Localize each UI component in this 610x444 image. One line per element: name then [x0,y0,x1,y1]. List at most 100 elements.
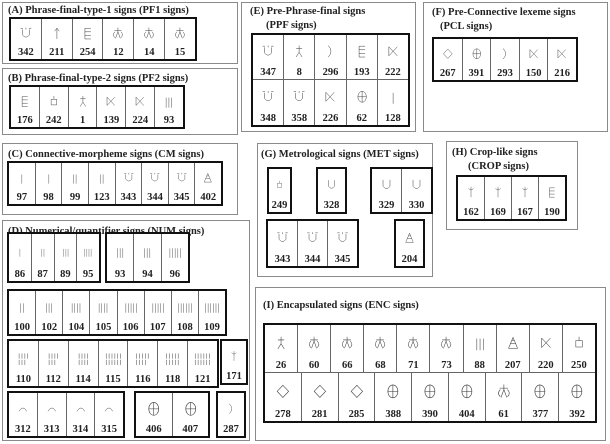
sign-cell: 224 [126,87,156,127]
sign-number: 347 [260,67,276,78]
sign-number: 26 [275,360,287,371]
sign-cell: 176 [11,87,40,127]
sign-group: 204 [394,219,425,268]
sign-cell: 87 [32,234,55,281]
panel-title: (H) Crop-like signs [452,147,538,158]
sign-cell: 104 [63,291,91,334]
panel-title: (A) Phrase-final-type-1 signs (PF1 signs… [8,5,189,16]
sign-group: 328 [316,167,347,214]
sign-box-icon [277,180,282,188]
sign-number: 71 [408,360,419,371]
sign-cell: 100 [9,291,37,334]
sign-cell: 404 [449,373,486,421]
sign-oval-icon [357,91,367,103]
sign-number: 342 [18,47,34,58]
sign-cell: 71 [397,325,431,372]
sign-x-icon [558,49,567,59]
sign-cell: 330 [402,169,431,212]
sign-cell: 118 [158,341,189,386]
sign-cell: 390 [412,373,449,421]
sign-cell: 66 [331,325,365,372]
sign-x-icon [136,96,145,106]
sign-x-icon [388,46,398,56]
sign-number: 287 [223,424,239,435]
panel-cm: (C) Connective-morpheme signs (CM signs)… [2,143,238,215]
sign-strokes-9-icon [136,353,149,366]
sign-tree-icon [495,186,501,198]
sign-strokes-10-icon [166,353,179,366]
sign-number: 68 [375,360,386,371]
sign-cell: 242 [40,87,69,127]
sign-cell: 109 [199,291,225,334]
sign-crab-icon [309,336,320,349]
sign-man-icon [79,95,86,107]
sign-box-icon [575,336,583,348]
sign-number: 106 [122,322,139,333]
sign-cell: 193 [347,35,378,79]
sign-strokes-7-icon [48,353,58,366]
sign-number: 250 [571,360,587,371]
sign-number: 296 [322,67,339,78]
sign-number: 314 [72,424,89,435]
sign-cell: 94 [134,234,162,281]
sign-cell: 402 [195,163,221,204]
sign-group: 287 [216,391,246,438]
sign-strokes-3-icon [63,248,68,257]
sign-cell: 73 [430,325,464,372]
sign-cell: 108 [172,291,199,334]
sign-strokes-5-icon [169,248,181,258]
sign-diamond-icon [276,384,290,398]
sign-strokes-6-icon [178,303,192,313]
sign-cell: 61 [486,373,523,421]
sign-arc-icon [18,407,27,412]
sign-number: 402 [200,192,217,203]
sign-cell: 171 [222,341,246,383]
sign-strokes-8-icon [78,353,88,366]
sign-number: 109 [204,322,220,333]
sign-cell: 115 [99,341,129,386]
sign-number: 226 [322,113,339,124]
sign-cell: 267 [434,39,463,80]
sign-strokes-1-icon [392,92,394,104]
sign-cell: 121 [188,341,217,386]
panel-title: (E) Pre-Phrase-final signs [250,6,366,17]
sign-cell: 167 [512,177,539,219]
sign-cell: 345 [328,221,357,266]
sign-jar-icon [328,180,335,189]
sign-jar-ticks-icon [262,91,274,101]
sign-jar-ticks-icon [307,232,318,242]
sign-number: 242 [45,115,62,126]
sign-cell: 343 [116,163,143,204]
sign-x-icon [107,96,116,106]
sign-arc-icon [47,407,56,412]
sign-x-icon [326,92,335,102]
sign-arrow-icon [54,27,60,39]
sign-number: 377 [532,409,549,420]
sign-cell: 96 [162,234,188,281]
sign-number: 110 [15,374,32,385]
sign-oval-icon [184,402,196,416]
sign-oval-icon [535,384,546,399]
sign-oval-icon [461,384,473,399]
sign-cell: 312 [9,393,38,436]
sign-number: 390 [422,409,438,420]
sign-cell: 102 [36,291,64,334]
panel-num: (D) Numerical/quantifier signs (NUM sign… [2,220,250,441]
sign-bracket-icon [503,48,507,60]
sign-cell: 406 [136,393,173,436]
sign-comb-icon [21,96,28,107]
sign-group: 171 [220,339,248,385]
sign-bracket-icon [229,403,232,414]
sign-strokes-1-icon [21,174,23,184]
sign-strokes-4-icon [99,303,108,313]
sign-diamond-icon [350,384,363,398]
sign-number: 73 [441,360,452,371]
sign-jar-ticks-icon [262,45,274,56]
sign-cell: 8 [284,35,316,79]
sign-number: 116 [135,374,151,385]
